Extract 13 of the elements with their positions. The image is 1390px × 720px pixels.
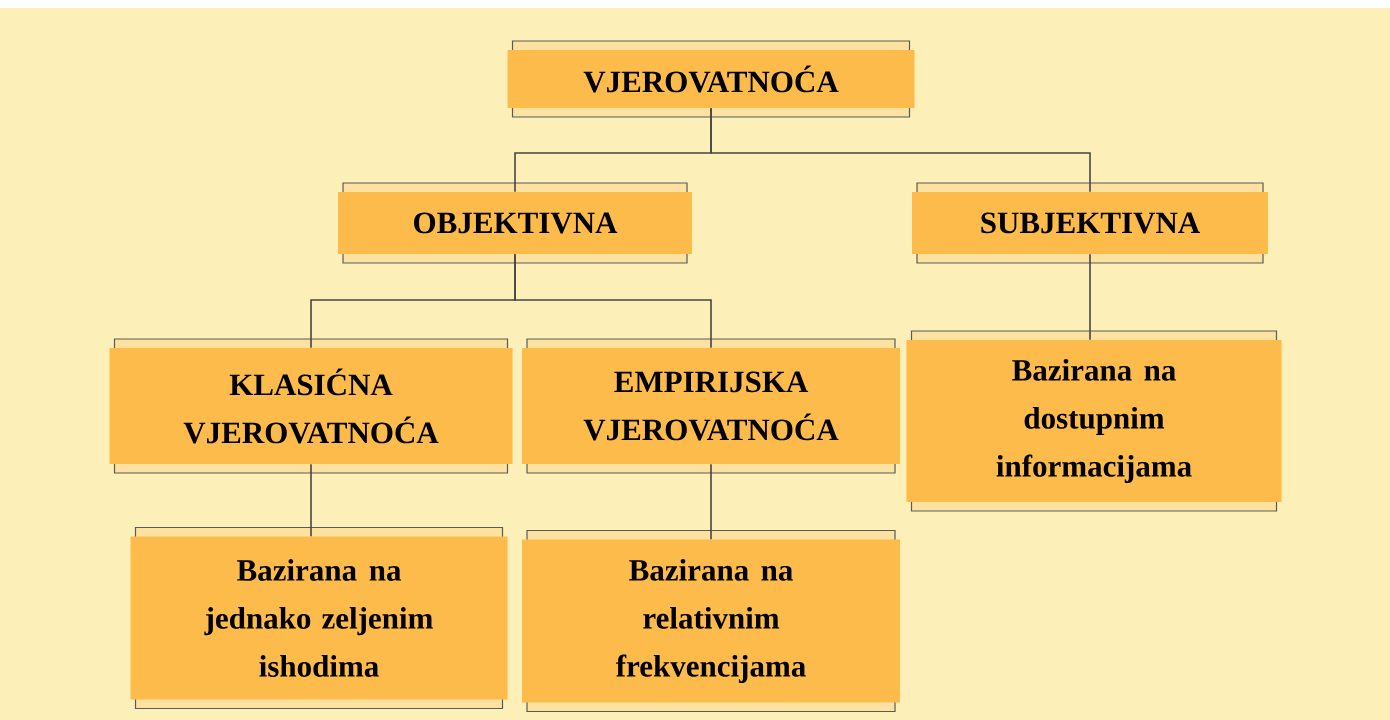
category-box: OBJEKTIVNA	[338, 182, 692, 264]
category-box: VJEROVATNOĆA	[507, 40, 915, 118]
connector-line	[710, 107, 1091, 193]
category-box: Bazirana na relativnim frekvencijama	[522, 529, 900, 713]
connector-line	[1089, 253, 1091, 341]
category-box: Bazirana na dostupnim informacijama	[906, 330, 1282, 512]
category-box: SUBJEKTIVNA	[912, 182, 1268, 264]
category-box: KLASIĆNA VJEROVATNOĆA	[109, 338, 513, 474]
category-box: Bazirana na jednako zeljenim ishodima	[130, 526, 508, 710]
connector-line	[310, 463, 312, 538]
category-box: EMPIRIJSKA VJEROVATNOĆA	[522, 338, 900, 474]
connector-line	[514, 253, 712, 349]
connector-line	[710, 463, 712, 541]
